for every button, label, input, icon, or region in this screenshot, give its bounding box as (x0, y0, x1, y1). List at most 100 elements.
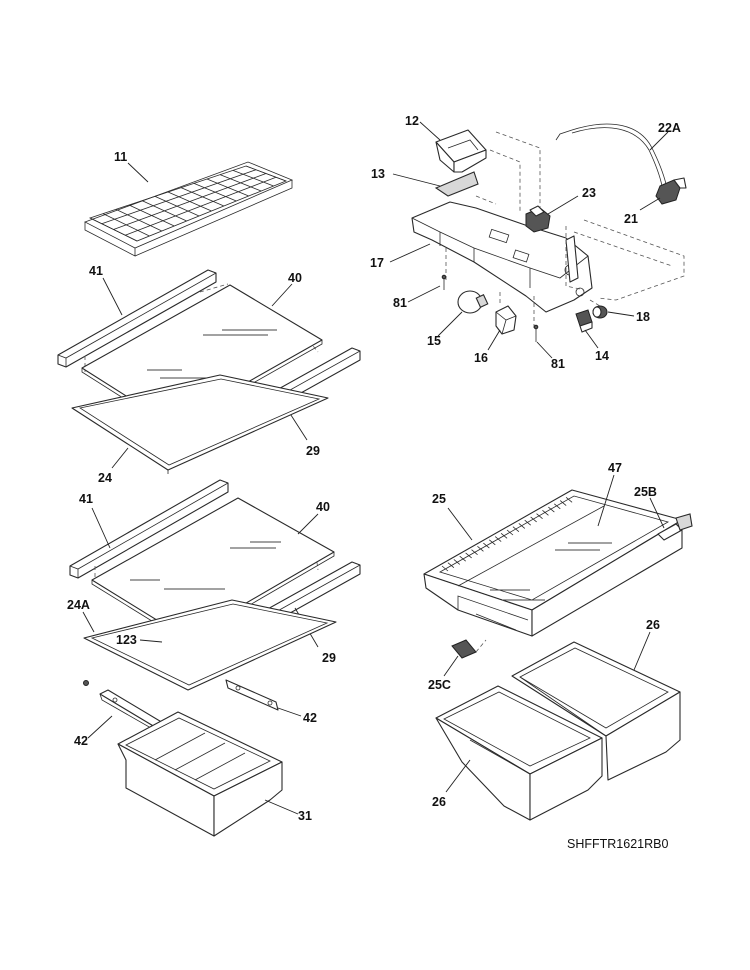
label-12: 12 (405, 114, 419, 128)
leader-15 (437, 311, 463, 337)
leader-26b (445, 759, 471, 793)
label-26b: 26 (432, 795, 446, 809)
cover-rib (565, 496, 573, 503)
leader-41b (91, 507, 111, 549)
cover-rib (506, 529, 514, 536)
air-baffle (434, 171, 479, 197)
light-switch (575, 309, 593, 333)
label-13: 13 (371, 167, 385, 181)
control-housing (411, 201, 593, 313)
label-41a: 41 (89, 264, 103, 278)
cover-rib (542, 510, 549, 516)
leader-47 (597, 474, 615, 527)
cover-rib (512, 526, 520, 533)
light-socket (495, 305, 517, 335)
leader-21 (639, 197, 661, 211)
label-29b: 29 (322, 651, 336, 665)
wire-shelf (84, 161, 294, 257)
cover-rib (459, 555, 466, 562)
cover-rib (477, 546, 484, 552)
label-15: 15 (427, 334, 441, 348)
shelf-frame-upper (71, 374, 329, 474)
leader-123 (139, 639, 163, 643)
label-42b: 42 (74, 734, 88, 748)
label-16: 16 (474, 351, 488, 365)
label-81b: 81 (551, 357, 565, 371)
diagram-code: SHFFTR1621RB0 (567, 837, 668, 851)
leader-24 (111, 447, 129, 469)
label-25: 25 (432, 492, 446, 506)
shelf-frame-lower (83, 599, 337, 691)
leader-22A (649, 131, 669, 151)
screw-81-right (533, 324, 539, 342)
shelf-trim-upper (57, 269, 217, 368)
label-25C: 25C (428, 678, 451, 692)
label-24A: 24A (67, 598, 90, 612)
label-22A: 22A (658, 121, 681, 135)
leader-13 (392, 173, 441, 187)
label-24: 24 (98, 471, 112, 485)
shelf-trim-lower (69, 479, 229, 579)
crisper-rail-right (225, 679, 279, 711)
humidity-control-slide (657, 513, 693, 541)
label-42a: 42 (303, 711, 317, 725)
cover-rib (548, 506, 555, 513)
leader-42a (277, 707, 302, 717)
label-40a: 40 (288, 271, 302, 285)
label-31: 31 (298, 809, 312, 823)
cover-rib (518, 523, 526, 529)
cover-rib (483, 542, 490, 549)
shelf-wire (125, 176, 277, 236)
cover-rib (524, 519, 531, 526)
leader-40a (271, 283, 293, 307)
label-25B: 25B (634, 485, 657, 499)
shelf-wire (101, 169, 257, 225)
control-knob (592, 305, 608, 319)
light-bulb (457, 290, 489, 314)
crisper-cover (423, 489, 683, 637)
leader-23 (547, 195, 579, 215)
label-47: 47 (608, 461, 622, 475)
wire-harness (555, 123, 667, 187)
leader-25B (649, 497, 665, 529)
leader-12 (419, 121, 441, 141)
shelf-wire (113, 173, 267, 230)
damper-control (525, 205, 551, 233)
cover-rib (465, 552, 472, 559)
label-26a: 26 (646, 618, 660, 632)
damper-cover (435, 129, 487, 173)
cover-rib (530, 516, 537, 523)
label-29a: 29 (306, 444, 320, 458)
label-17: 17 (370, 256, 384, 270)
crisper-drawer-rear (511, 641, 681, 781)
cover-rib (471, 549, 478, 555)
crisper-drawer-front (435, 685, 603, 821)
label-14: 14 (595, 349, 609, 363)
leader-24A (82, 611, 95, 633)
leader-16 (487, 329, 501, 351)
wire-connector (655, 177, 687, 205)
label-81a: 81 (393, 296, 407, 310)
screw-81-left (441, 274, 447, 290)
leader-42b (87, 715, 113, 739)
leader-41a (102, 277, 123, 316)
leader-25 (447, 507, 473, 541)
deli-drawer (117, 711, 283, 837)
leader-40b (297, 513, 319, 535)
leader-26a (633, 631, 651, 671)
cover-rib (536, 513, 543, 519)
cover-rib (494, 536, 502, 542)
leader-14 (584, 329, 599, 349)
leader-81a (407, 285, 441, 303)
cover-rib (453, 559, 461, 565)
leader-18 (607, 311, 635, 317)
cover-rib (500, 532, 508, 539)
cover-rib (554, 503, 561, 510)
leader-81b (536, 341, 553, 359)
cover-rib (489, 539, 496, 546)
cover-rib (559, 500, 567, 506)
label-21: 21 (624, 212, 638, 226)
label-123: 123 (116, 633, 137, 647)
label-11: 11 (114, 150, 127, 164)
